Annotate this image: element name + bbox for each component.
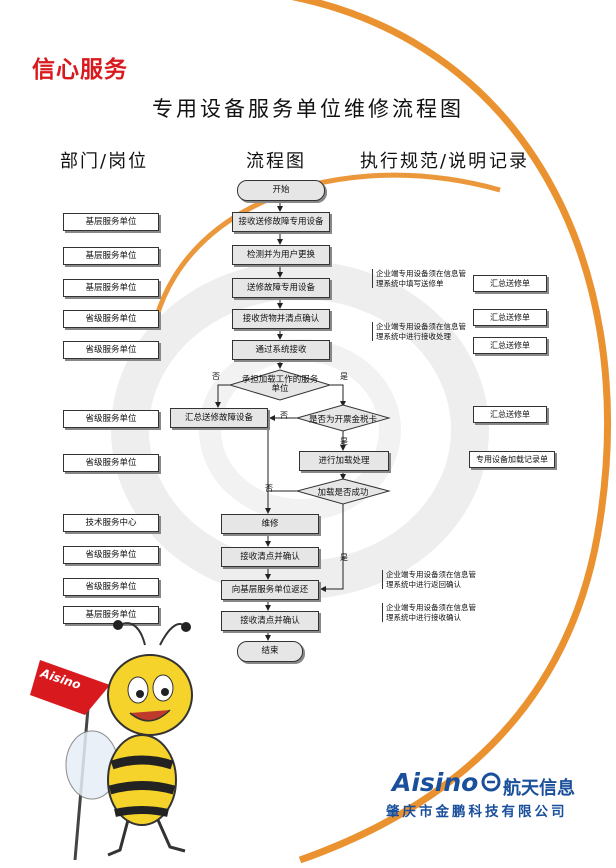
label-no-3: 否 xyxy=(265,484,273,493)
spec-note-4: 企业端专用设备须在信息管理系统中进行接收确认 xyxy=(382,603,482,622)
dept-box-5: 省级服务单位 xyxy=(63,341,159,359)
dept-box-3: 基层服务单位 xyxy=(63,279,159,297)
dept-box-11: 基层服务单位 xyxy=(63,606,159,624)
dept-box-1: 基层服务单位 xyxy=(63,213,159,231)
flow-step-send-repair: 送修故障专用设备 xyxy=(232,278,330,298)
flow-step-count-confirm-1: 接收清点并确认 xyxy=(221,547,319,567)
aisino-emblem-icon xyxy=(481,772,501,792)
decision-loading-unit: 承担加载工作的服务单位 xyxy=(241,375,319,394)
logo-chinese-name: 航天信息 xyxy=(503,778,575,799)
spec-note-2: 企业端专用设备须在信息管理系统中进行接收处理 xyxy=(372,322,472,341)
flow-start: 开始 xyxy=(237,180,325,201)
decision-tax-card: 是否为开票金税卡 xyxy=(308,415,377,425)
dept-box-6: 省级服务单位 xyxy=(63,410,159,428)
bee-mascot-illustration xyxy=(30,620,193,861)
label-no-1: 否 xyxy=(212,372,220,381)
flow-step-detect-replace: 检测并为用户更换 xyxy=(232,245,330,265)
decision-shape-1 xyxy=(228,369,332,401)
column-header-spec: 执行规范/说明 xyxy=(360,151,489,172)
label-yes-3: 是 xyxy=(340,553,348,562)
record-box-2: 汇总送修单 xyxy=(473,309,547,326)
record-box-4: 汇总送修单 xyxy=(473,406,547,423)
spec-note-1: 企业端专用设备须在信息管理系统中填写送修单 xyxy=(372,269,472,288)
spec-note-3: 企业端专用设备须在信息管理系统中进行返回确认 xyxy=(382,570,482,589)
column-header-department: 部门/岗位 xyxy=(60,151,149,172)
label-yes-2: 是 xyxy=(340,437,348,446)
flow-step-loading: 进行加载处理 xyxy=(299,451,389,471)
company-name: 肇庆市金鹏科技有限公司 xyxy=(386,804,568,820)
flow-end: 结束 xyxy=(237,641,303,662)
flow-step-receive-faulty: 接收送修故障专用设备 xyxy=(232,212,330,232)
column-header-record: 记录 xyxy=(489,151,529,172)
label-yes-1: 是 xyxy=(340,372,348,381)
dept-box-9: 省级服务单位 xyxy=(63,546,159,564)
dept-box-10: 省级服务单位 xyxy=(63,578,159,596)
aisino-logo-text: Aisino xyxy=(392,768,479,797)
record-box-3: 汇总送修单 xyxy=(473,337,547,354)
record-box-5: 专用设备加载记录单 xyxy=(469,451,555,468)
label-no-2: 否 xyxy=(280,411,288,420)
flow-step-system-receive: 通过系统接收 xyxy=(232,340,330,360)
page-title: 专用设备服务单位维修流程图 xyxy=(152,97,464,121)
brand-slogan: 信心服务 xyxy=(32,57,128,83)
dept-box-8: 技术服务中心 xyxy=(63,514,159,532)
flow-step-summary: 汇总送修故障设备 xyxy=(170,408,268,428)
flow-step-receive-goods: 接收货物并清点确认 xyxy=(232,309,330,329)
dept-box-4: 省级服务单位 xyxy=(63,310,159,328)
dept-box-2: 基层服务单位 xyxy=(63,247,159,265)
flow-step-repair: 维修 xyxy=(221,514,319,534)
decision-shape-3 xyxy=(295,478,391,505)
decision-shape-2 xyxy=(295,404,391,432)
column-header-flowchart: 流程图 xyxy=(246,151,306,172)
decision-loading-success: 加载是否成功 xyxy=(317,488,369,498)
dept-box-7: 省级服务单位 xyxy=(63,454,159,472)
record-box-1: 汇总送修单 xyxy=(473,275,547,292)
flow-step-count-confirm-2: 接收清点并确认 xyxy=(221,611,319,631)
flow-step-return: 向基层服务单位返还 xyxy=(221,580,319,600)
